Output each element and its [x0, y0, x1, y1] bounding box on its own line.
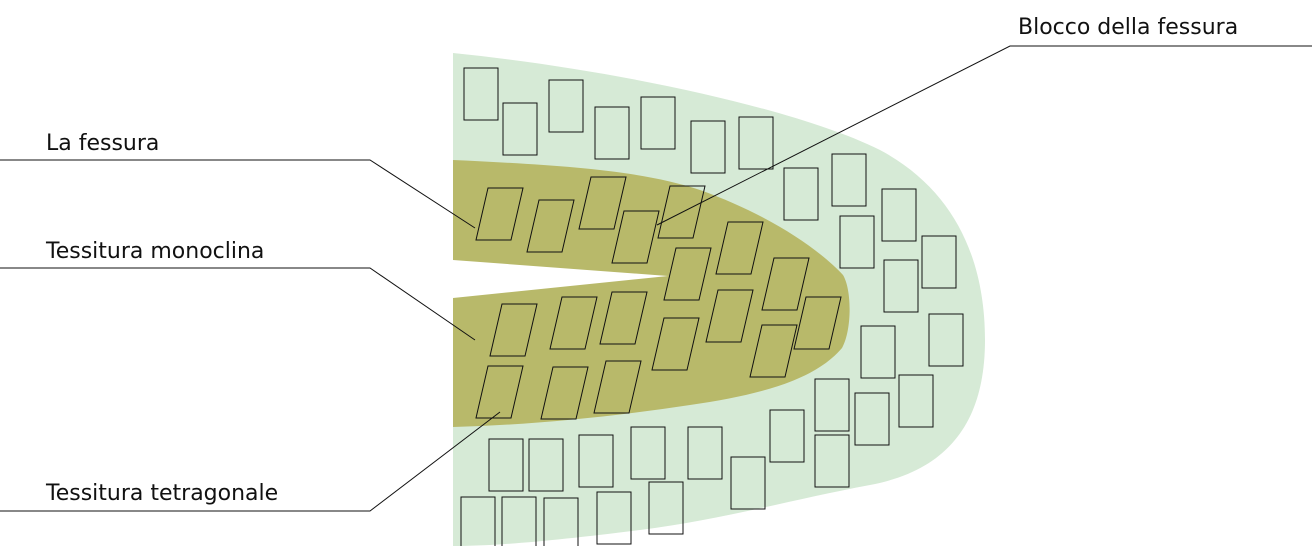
label-monoclinic: Tessitura monoclina [45, 239, 264, 264]
label-crack: La fessura [46, 131, 159, 156]
leader-line-crack [0, 160, 475, 228]
leader-line-monoclinic [0, 268, 475, 340]
label-tetragonal: Tessitura tetragonale [45, 481, 278, 506]
label-crack-block: Blocco della fessura [1018, 15, 1238, 40]
